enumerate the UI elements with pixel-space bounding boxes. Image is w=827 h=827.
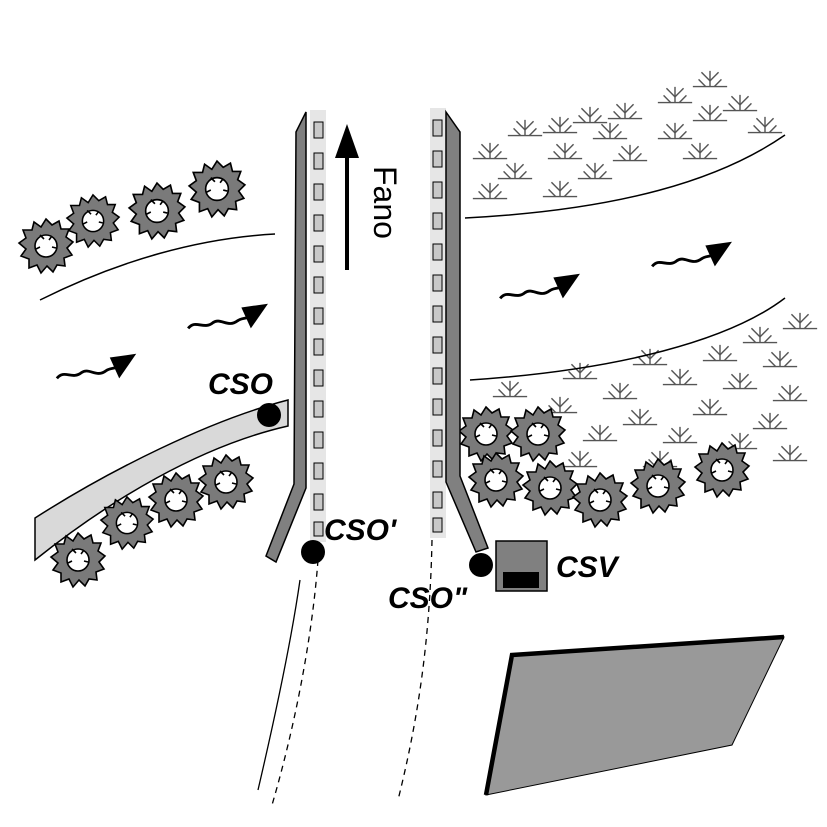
shrub-icon [128,182,186,240]
shrub-icon [522,460,578,516]
shrubs-right [458,406,750,528]
cso-double-prime-point [469,553,493,577]
cso-prime-point [301,540,325,564]
channel-right-markers [432,119,443,533]
direction-label: Fano [367,166,403,239]
flow-arrow-icon [55,352,138,380]
shrub-icon [198,454,254,510]
shrub-icon [572,472,628,528]
left-lower-bank-solid [257,579,301,791]
large-building [483,634,785,796]
flow-arrow-icon [650,240,734,268]
channel-left-markers [313,121,324,537]
flow-arrow-icon [186,302,270,330]
shrub-icon [18,218,74,274]
cso-prime-label: CSO' [324,514,397,547]
left-culvert-channel [34,399,289,562]
right-lower-bank-dashed [397,539,433,801]
csv-label: CSV [556,551,621,584]
shrub-icon [510,406,566,462]
marsh-area-upper [472,70,783,200]
cso-label: CSO [208,368,273,401]
north-arrow-icon [335,124,359,270]
shrub-icon [66,194,120,248]
right-tributary-upper-bank [464,134,786,219]
cso-point [257,403,281,427]
right-tributary-lower-bank [469,297,786,381]
cso-double-prime-label: CSO" [388,582,468,615]
flow-arrow-icon [498,272,582,300]
shrub-icon [188,160,246,218]
shrub-icon [458,406,514,462]
left-channel-wall [265,111,307,564]
csv-building [495,540,548,592]
right-channel-wall [445,109,489,553]
left-tributary-upper-bank [39,233,276,301]
shrub-icon [148,472,204,528]
shrubs-upper-left [18,160,246,274]
shrub-icon [468,452,524,508]
shrub-icon [694,442,750,498]
left-lower-bank-dashed [271,559,319,806]
